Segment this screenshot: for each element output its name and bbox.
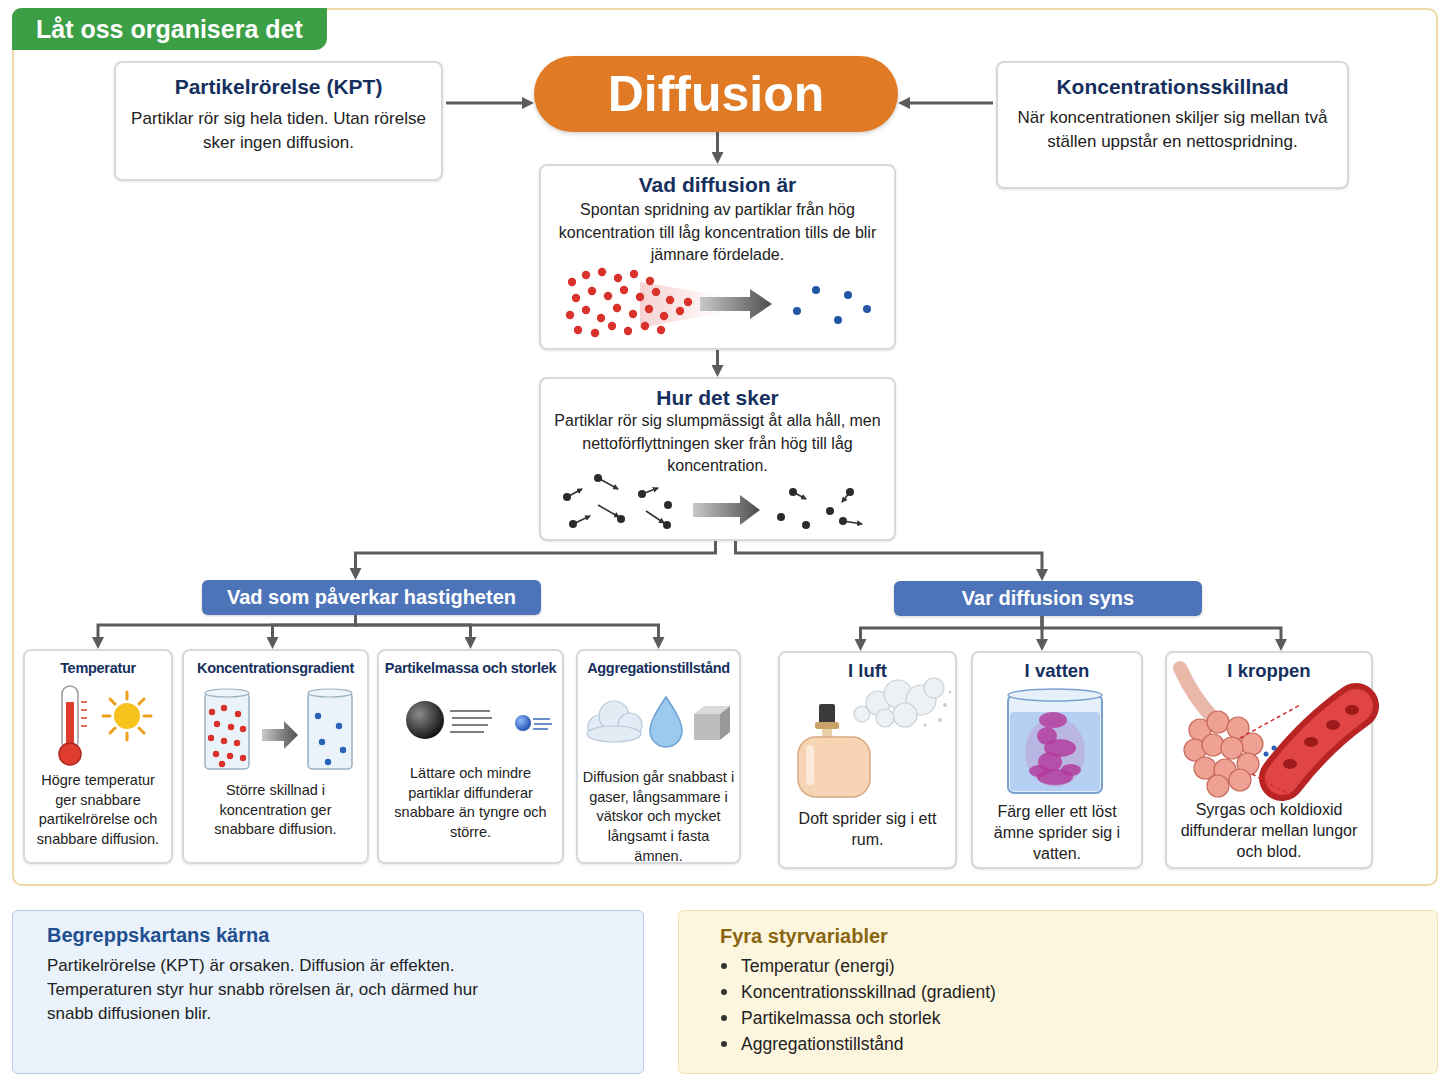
connector-arrow [273, 615, 356, 639]
factor-body: Lättare och mindre partiklar diffunderar… [383, 764, 558, 843]
box-body: Partiklar rör sig hela tiden. Utan rörel… [122, 107, 435, 155]
category-band: Var diffusion syns [894, 581, 1202, 616]
box-body: Spontan spridning av partiklar från hög … [547, 199, 888, 267]
example-body: Färg eller ett löst ämne sprider sig i v… [979, 801, 1135, 864]
list-item: Partikelmassa och storlek [741, 1007, 940, 1029]
band-label: Var diffusion syns [894, 581, 1202, 616]
central-concept: Diffusion [534, 56, 898, 132]
box-body: Partiklar rör sig slumpmässigt åt alla h… [547, 410, 888, 478]
definition-box: Vad diffusion ärSpontan spridning av par… [539, 164, 896, 350]
box-title: Koncentrationsskillnad [1004, 75, 1341, 99]
example-title: I kroppen [1173, 660, 1365, 682]
connector-arrow [446, 102, 524, 105]
summary-box: Fyra styrvariablerTemperatur (energi) Kon… [678, 910, 1438, 1074]
connector-arrow [861, 616, 1043, 641]
factor-box: AggregationstillståndDiffusion går snabb… [576, 649, 741, 864]
factor-title: Koncentrationsgradient [187, 659, 364, 677]
connector-arrow [1041, 616, 1044, 641]
factor-title: Partikelmassa och storlek [382, 659, 559, 677]
example-box: I kroppenSyrgas och koldioxid diffundera… [1165, 651, 1373, 869]
list-item: Aggregationstillstånd [741, 1033, 903, 1055]
process-box: Hur det skerPartiklar rör sig slumpmässi… [539, 377, 896, 541]
example-body: Doft sprider sig i ett rum. [786, 808, 949, 850]
box-title: Partikelrörelse (KPT) [122, 75, 435, 99]
connector-arrow [356, 541, 716, 570]
factor-body: Diffusion går snabbast i gaser, långsamm… [582, 768, 735, 867]
example-body: Syrgas och koldioxid diffunderar mellan … [1173, 799, 1365, 862]
concept-box: Partikelrörelse (KPT) Partiklar rör sig h… [114, 61, 443, 181]
box-body: När koncentrationen skiljer sig mellan t… [1004, 106, 1341, 154]
example-title: I luft [786, 660, 949, 682]
factor-box: KoncentrationsgradientStörre skillnad i … [182, 649, 369, 864]
factor-box: Partikelmassa och storlekLättare och min… [377, 649, 564, 864]
box-title: Hur det sker [547, 386, 888, 410]
list-item: Koncentrationsskillnad (gradient) [741, 981, 996, 1003]
summary-title: Begreppskartans kärna [47, 923, 269, 947]
outer-frame: Låt oss organisera detPartikelrörelse (K… [12, 8, 1438, 886]
factor-body: Högre temperatur ger snabbare partikelrö… [29, 771, 167, 850]
example-title: I vatten [979, 660, 1135, 682]
concept-box: KoncentrationsskillnadNär koncentratione… [996, 61, 1349, 189]
example-box: I vattenFärg eller ett löst ämne sprider… [971, 651, 1143, 869]
factor-title: Aggregationstillstånd [581, 659, 736, 677]
connector-arrow [98, 615, 356, 639]
factor-title: Temperatur [28, 659, 168, 677]
connector-arrow [716, 350, 719, 367]
example-box: I luftDoft sprider sig i ett rum. [778, 651, 957, 869]
summary-box: Begreppskartans kärnaPartikelrörelse (KP… [12, 910, 644, 1074]
list-item: Temperatur (energi) [741, 955, 895, 977]
category-band: Vad som påverkar hastigheten [202, 580, 541, 615]
connector-arrow [908, 102, 993, 105]
summary-title: Fyra styrvariabler [720, 924, 888, 948]
box-title: Vad diffusion är [547, 173, 888, 197]
factor-body: Större skillnad i koncentration ger snab… [188, 781, 363, 840]
band-label: Vad som påverkar hastigheten [202, 580, 541, 615]
central-title: Diffusion [534, 56, 898, 132]
connector-arrow [1042, 616, 1281, 641]
connector-arrow [716, 132, 719, 154]
connector-arrow [356, 615, 471, 639]
tab-label: Låt oss organisera det [12, 8, 327, 50]
connector-arrow [356, 615, 659, 639]
factor-box: TemperaturHögre temperatur ger snabbare … [23, 649, 173, 864]
connector-arrow [736, 541, 1043, 571]
summary-body: Partikelrörelse (KPT) är orsaken. Diffus… [47, 954, 517, 1026]
